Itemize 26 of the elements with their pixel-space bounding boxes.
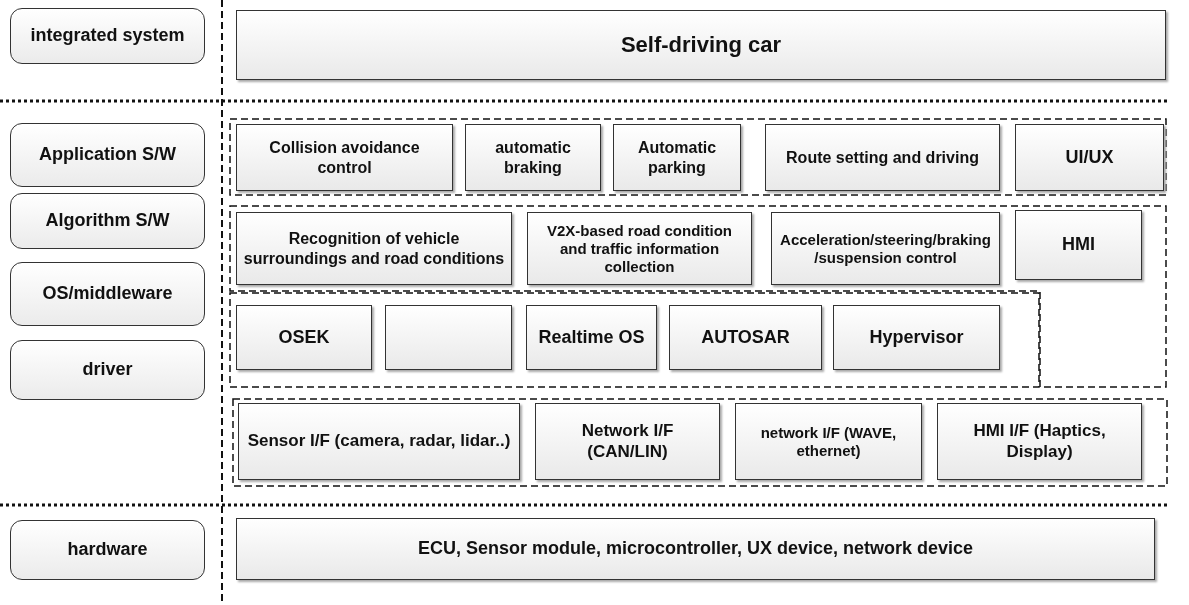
component-box: HMI: [1015, 210, 1142, 280]
component-box: network I/F (WAVE, ethernet): [735, 403, 922, 480]
component-box: Hypervisor: [833, 305, 1000, 370]
component-box: ECU, Sensor module, microcontroller, UX device, network device: [236, 518, 1155, 580]
component-box: Sensor I/F (camera, radar, lidar..): [238, 403, 520, 480]
layer-label-box: driver: [10, 340, 205, 400]
component-box: Route setting and driving: [765, 124, 1000, 191]
component-box: Self-driving car: [236, 10, 1166, 80]
layer-label-box: Application S/W: [10, 123, 205, 187]
component-box: Network I/F (CAN/LIN): [535, 403, 720, 480]
component-box: AUTOSAR: [669, 305, 822, 370]
component-box: V2X-based road condition and traffic information collection: [527, 212, 752, 285]
component-box: Acceleration/steering/braking/suspension control: [771, 212, 1000, 285]
layer-label-box: hardware: [10, 520, 205, 580]
component-box: automatic braking: [465, 124, 601, 191]
layer-label-box: Algorithm S/W: [10, 193, 205, 249]
component-box: Realtime OS: [526, 305, 657, 370]
component-box: Collision avoidance control: [236, 124, 453, 191]
component-box: OSEK: [236, 305, 372, 370]
component-box: [385, 305, 512, 370]
layer-label-box: integrated system: [10, 8, 205, 64]
component-box: HMI I/F (Haptics, Display): [937, 403, 1142, 480]
component-box: Automatic parking: [613, 124, 741, 191]
component-box: Recognition of vehicle surroundings and road conditions: [236, 212, 512, 285]
component-box: UI/UX: [1015, 124, 1164, 191]
layer-label-box: OS/middleware: [10, 262, 205, 326]
